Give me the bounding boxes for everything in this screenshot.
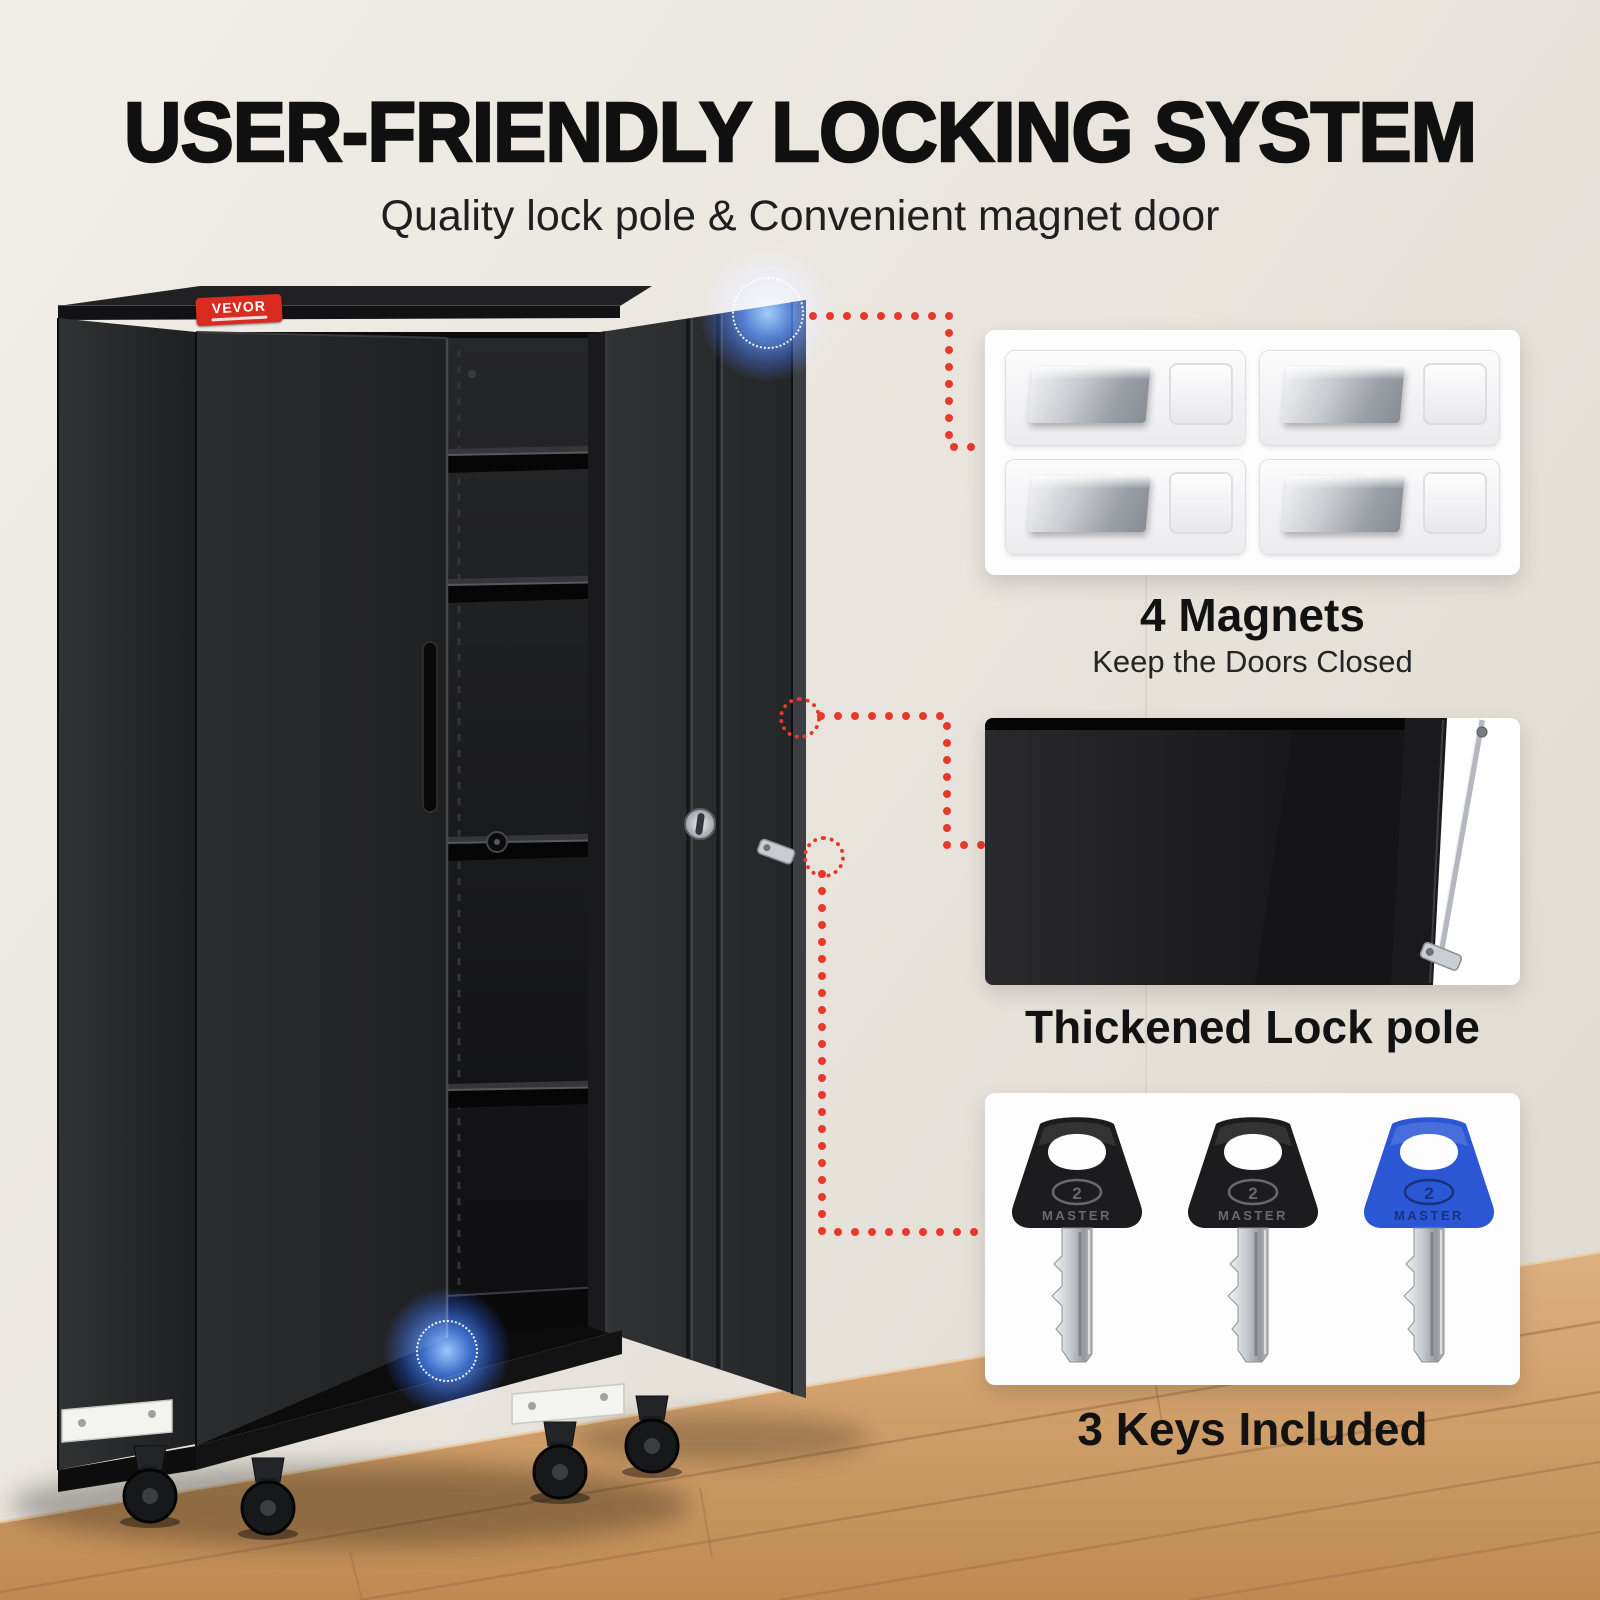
inner-lock: [486, 831, 508, 853]
brand-badge: VEVOR: [195, 293, 283, 327]
callout-marker-lock-icon: [779, 697, 821, 739]
magnet-icon: [1259, 459, 1500, 555]
svg-text:MASTER: MASTER: [1042, 1208, 1112, 1223]
magnets-callout-panel: [985, 330, 1520, 575]
door-handle: [422, 641, 438, 813]
cabinet-left-door: [195, 331, 449, 1446]
caster-mounting-plates: [61, 1383, 625, 1443]
cabinet-side-panel: [58, 318, 196, 1470]
magnets-title: 4 Magnets: [1140, 589, 1365, 641]
magnet-icon: [1005, 350, 1246, 446]
magnet-glow-bottom-icon: [384, 1288, 510, 1414]
key-icon: 2 MASTER: [1011, 1117, 1142, 1363]
callout-marker-keys-icon: [803, 836, 845, 878]
lock-pole-photo: [985, 718, 1520, 985]
caster-wheels: [120, 1395, 682, 1540]
magnet-glow-top-icon: [700, 245, 836, 381]
magnet-icon: [1005, 459, 1246, 555]
magnet-icon: [1259, 350, 1500, 446]
keys-title: 3 Keys Included: [1077, 1403, 1428, 1455]
page-title: USER-FRIENDLY LOCKING SYSTEM: [123, 84, 1479, 181]
lock-pole-title: Thickened Lock pole: [1025, 1001, 1480, 1053]
keys-callout-panel: 2 MASTER 2 MASTER 2 MASTER: [985, 1093, 1520, 1385]
brand-badge-label: VEVOR: [211, 297, 267, 317]
lock-pole-latch: [1419, 941, 1463, 971]
magnets-subtitle: Keep the Doors Closed: [1092, 644, 1413, 679]
svg-text:2: 2: [1424, 1184, 1433, 1203]
brand-badge-tagline-bar: [211, 315, 268, 322]
door-lock-cylinder: [684, 808, 716, 840]
svg-text:2: 2: [1248, 1184, 1257, 1203]
storage-cabinet: [57, 286, 806, 1540]
svg-text:MASTER: MASTER: [1394, 1208, 1464, 1223]
cabinet-right-door: [588, 300, 806, 1398]
lock-pole-rod: [1437, 719, 1485, 959]
page-subtitle: Quality lock pole & Convenient magnet do…: [380, 192, 1220, 240]
svg-text:MASTER: MASTER: [1218, 1208, 1288, 1223]
magnet-grid: [985, 330, 1520, 575]
svg-text:2: 2: [1072, 1184, 1081, 1203]
door-latch: [757, 838, 796, 865]
cabinet-interior-shelves: [446, 338, 619, 1338]
key-icon: 2 MASTER: [1363, 1117, 1494, 1363]
key-icon: 2 MASTER: [1187, 1117, 1318, 1363]
lock-pole-callout-panel: [985, 718, 1520, 985]
